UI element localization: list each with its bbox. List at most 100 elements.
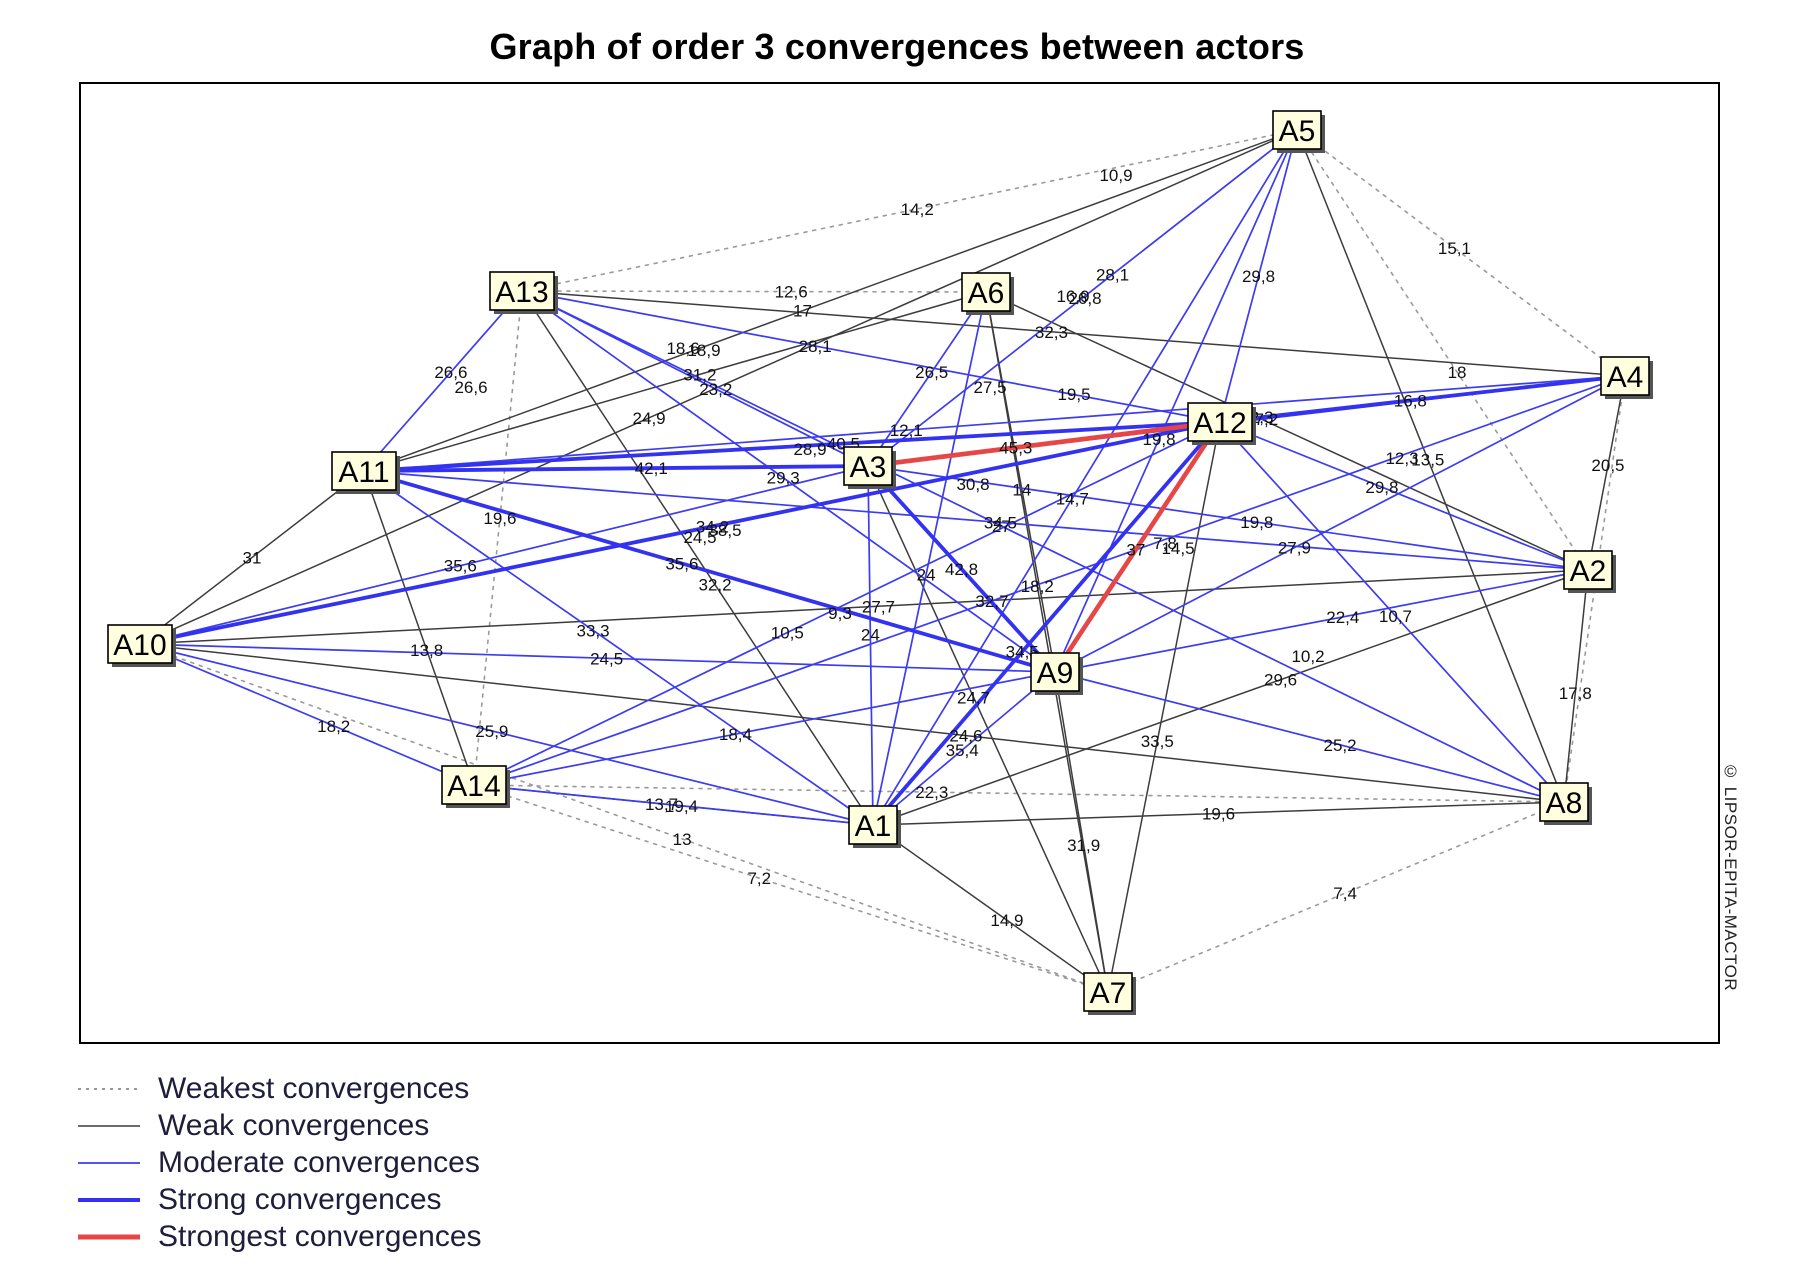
edge-value-label: 28,9 bbox=[793, 440, 826, 459]
legend-item-weakest: Weakest convergences bbox=[78, 1070, 482, 1107]
edge-value-label: 13 bbox=[673, 830, 692, 849]
edge-value-label: 9,3 bbox=[828, 604, 852, 623]
node-A13: A13 bbox=[489, 271, 558, 314]
legend-sample-strongest bbox=[78, 1234, 140, 1239]
edge-A5-A1 bbox=[872, 129, 1298, 826]
edge-value-label: 33,5 bbox=[1141, 732, 1174, 751]
edge-value-label: 29,8 bbox=[1242, 267, 1275, 286]
node-label: A10 bbox=[113, 629, 166, 662]
node-box bbox=[1187, 402, 1253, 442]
edge-value-label: 10,9 bbox=[1099, 166, 1132, 185]
edge-value-label: 19,5 bbox=[1057, 385, 1090, 404]
edge-value-label: 37 bbox=[1126, 541, 1145, 560]
edge-value-label: 14 bbox=[1012, 481, 1031, 500]
edge-value-label: 31,2 bbox=[683, 365, 716, 384]
edge-value-label: 13,8 bbox=[410, 641, 443, 660]
edge-value-label: 24,9 bbox=[633, 409, 666, 428]
edge-value-label: 24 bbox=[861, 626, 880, 645]
edge-value-label: 24,5 bbox=[683, 528, 716, 547]
edge-A14-A8 bbox=[473, 784, 1565, 803]
edge-A3-A9 bbox=[866, 464, 1057, 674]
loose-label-layer: 10,918,926,87,814,510,29,326,630,819,528… bbox=[454, 166, 1418, 666]
edge-value-label: 12,3 bbox=[1385, 449, 1418, 468]
edge-A2-A8 bbox=[1563, 569, 1589, 803]
edge-A10-A12 bbox=[138, 420, 1222, 646]
edge-value-label: 19,8 bbox=[1240, 513, 1273, 532]
node-box bbox=[489, 271, 555, 311]
legend-label: Strongest convergences bbox=[158, 1219, 482, 1253]
node-A5: A5 bbox=[1272, 110, 1325, 153]
edge-A3-A12 bbox=[865, 419, 1223, 469]
edge-value-label: 18,4 bbox=[719, 725, 752, 744]
node-label: A9 bbox=[1037, 657, 1074, 690]
edge-value-label: 10,5 bbox=[771, 624, 804, 643]
edge-A6-A1 bbox=[872, 291, 987, 826]
node-label: A7 bbox=[1090, 977, 1127, 1010]
node-box bbox=[1030, 652, 1080, 692]
edge-value-label: 34,5 bbox=[984, 513, 1017, 532]
edge-A11-A9 bbox=[362, 469, 1057, 674]
edge-A2-A1 bbox=[872, 569, 1589, 826]
edge-value-label: 25,9 bbox=[475, 722, 508, 741]
node-A8: A8 bbox=[1539, 782, 1592, 825]
edge-value-label: 27 bbox=[992, 517, 1011, 536]
edge-value-label: 12,6 bbox=[775, 283, 808, 302]
legend-sample-moderate bbox=[78, 1161, 140, 1164]
edge-value-label: 17,8 bbox=[1559, 684, 1592, 703]
node-box bbox=[331, 451, 397, 491]
edge-A10-A7 bbox=[139, 643, 1109, 993]
node-A10: A10 bbox=[107, 624, 176, 667]
edge-value-label: 35,4 bbox=[946, 741, 979, 760]
node-label: A5 bbox=[1279, 115, 1316, 148]
edge-A13-A12 bbox=[521, 290, 1221, 423]
edge-A11-A14 bbox=[363, 470, 475, 786]
edge-A5-A2 bbox=[1296, 129, 1589, 571]
edge-value-label: 10,7 bbox=[1379, 607, 1412, 626]
node-box bbox=[1083, 972, 1133, 1012]
edge-value-label: 13,7 bbox=[645, 795, 678, 814]
edge-A3-A1 bbox=[867, 465, 874, 826]
edge-value-label: 18,6 bbox=[666, 339, 699, 358]
node-label: A14 bbox=[447, 770, 500, 803]
edge-value-label: 14,9 bbox=[990, 911, 1023, 930]
edge-A5-A9 bbox=[1054, 129, 1298, 673]
edge-value-label: 18,9 bbox=[687, 341, 720, 360]
node-A7: A7 bbox=[1083, 972, 1136, 1015]
node-label: A11 bbox=[338, 456, 389, 489]
edge-A10-A3 bbox=[139, 465, 869, 645]
edge-A9-A8 bbox=[1054, 671, 1565, 803]
edge-layer bbox=[138, 129, 1627, 993]
edge-A12-A8 bbox=[1219, 421, 1565, 803]
edge-A13-A14 bbox=[473, 290, 523, 786]
node-label: A13 bbox=[495, 276, 548, 309]
edge-value-label: 26,6 bbox=[434, 363, 467, 382]
edge-A12-A7 bbox=[1107, 421, 1221, 993]
edge-A10-A2 bbox=[139, 569, 1589, 645]
legend-item-strong: Strong convergences bbox=[78, 1181, 482, 1218]
edge-value-label: 29,6 bbox=[1264, 671, 1297, 690]
edge-A14-A12 bbox=[473, 421, 1221, 786]
edge-value-label: 42,1 bbox=[635, 459, 668, 478]
node-label: A1 bbox=[855, 810, 892, 843]
legend: Weakest convergences Weak convergences M… bbox=[78, 1070, 482, 1255]
edge-value-label: 45,3 bbox=[999, 439, 1032, 458]
edge-A13-A9 bbox=[521, 290, 1056, 673]
edge-value-label: 18 bbox=[1448, 363, 1467, 382]
edge-A10-A1 bbox=[139, 643, 874, 826]
legend-item-weak: Weak convergences bbox=[78, 1107, 482, 1144]
edge-value-label: 19,8 bbox=[1143, 430, 1176, 449]
edge-value-label: 19,6 bbox=[483, 509, 516, 528]
edge-value-label: 30,8 bbox=[956, 475, 989, 494]
node-label: A6 bbox=[968, 277, 1005, 310]
node-A14: A14 bbox=[441, 765, 510, 808]
edge-value-label: 31,9 bbox=[1067, 836, 1100, 855]
node-A11: A11 bbox=[331, 451, 400, 494]
edge-value-label: 14,5 bbox=[1161, 539, 1194, 558]
node-A2: A2 bbox=[1563, 550, 1616, 593]
legend-item-strongest: Strongest convergences bbox=[78, 1218, 482, 1255]
edge-A14-A9 bbox=[473, 671, 1056, 786]
legend-sample-weak bbox=[78, 1124, 140, 1127]
node-box bbox=[1539, 782, 1589, 822]
edge-value-label: 7,4 bbox=[1333, 884, 1357, 903]
edge-A1-A9 bbox=[872, 671, 1056, 826]
